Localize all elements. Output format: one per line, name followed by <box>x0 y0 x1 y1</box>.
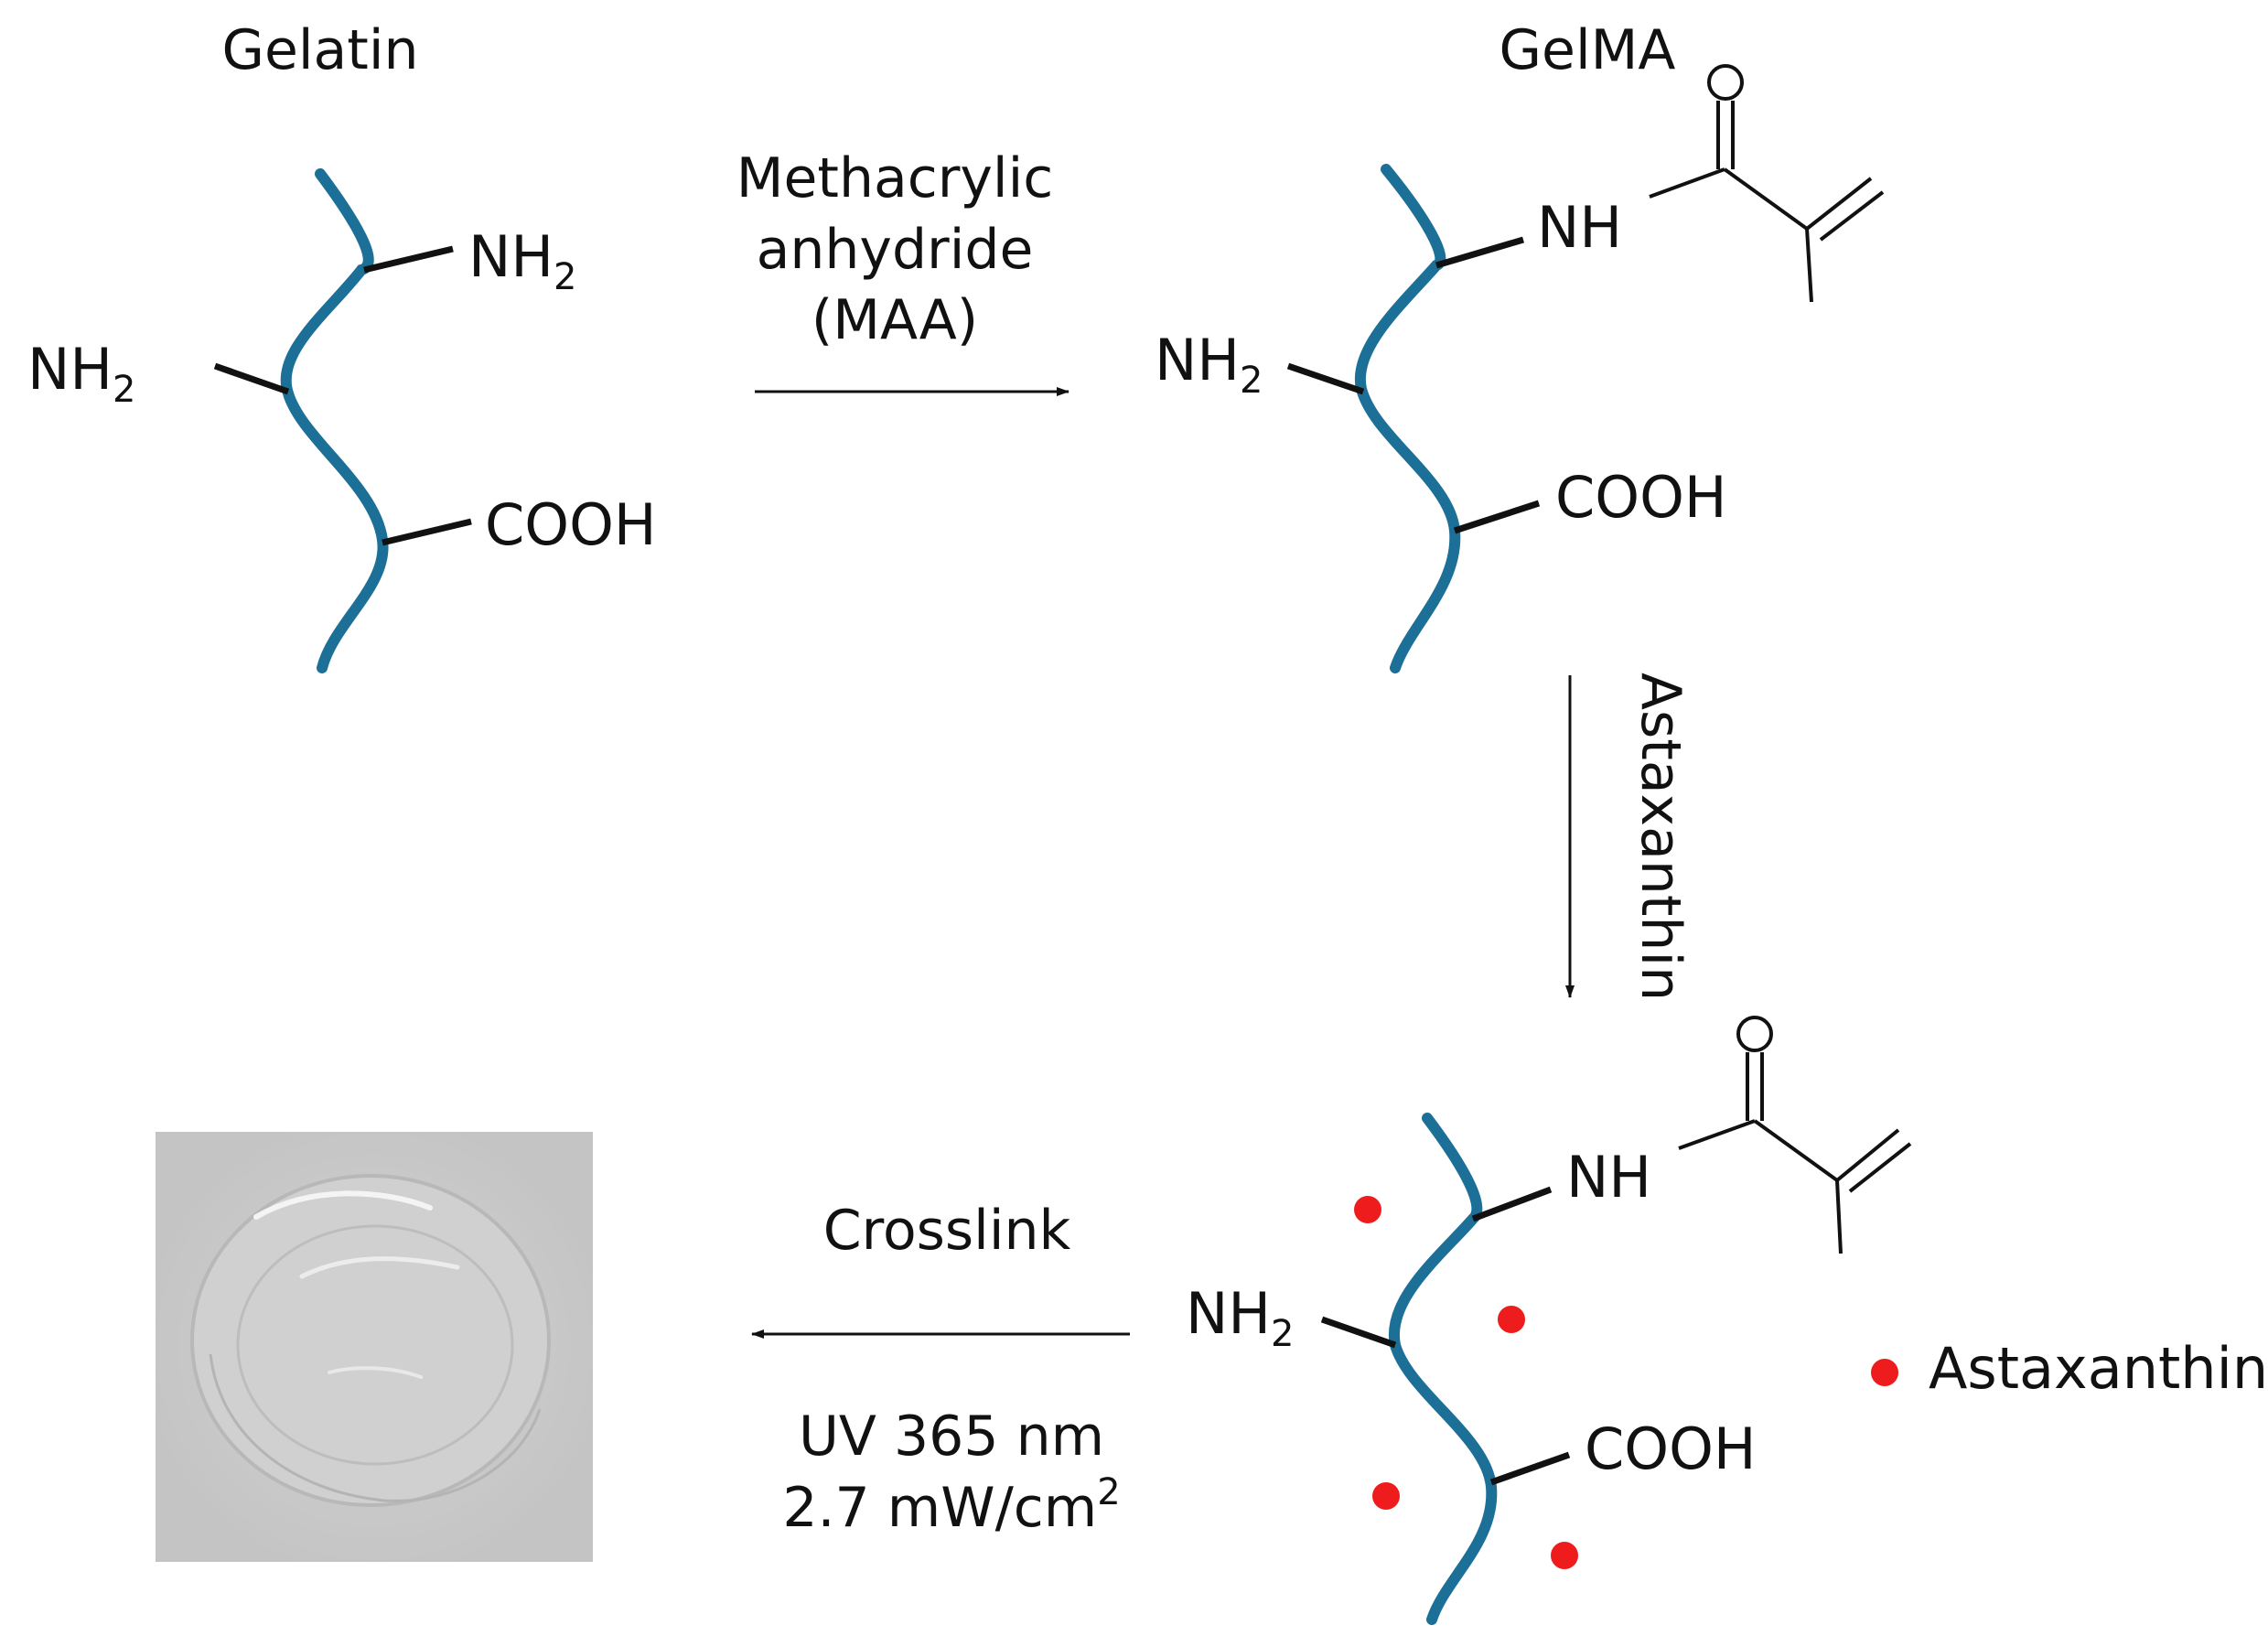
legend-label: Astaxanthin <box>1929 1335 2268 1402</box>
gelma-cooh-label: COOH <box>1555 464 1727 531</box>
astaxanthin-dot <box>1551 1542 1578 1569</box>
astaxanthin-dot <box>1498 1306 1525 1333</box>
step3-label: Crosslink <box>823 1199 1071 1263</box>
gelma-bond-nh2 <box>1286 362 1365 395</box>
legend-dot <box>1871 1359 1898 1386</box>
gelma-backbone <box>1354 164 1461 673</box>
hydrogel-edge <box>209 1353 542 1502</box>
step1-reagent-line3: (MAA) <box>812 288 978 352</box>
gelatin-bond-nh2-left <box>213 362 290 395</box>
gelatin-backbone <box>280 168 389 673</box>
gelatin-cooh-label: COOH <box>485 491 657 558</box>
loaded-bond-nh <box>1471 1186 1553 1222</box>
step3-condition-line1: UV 365 nm <box>799 1405 1104 1469</box>
loaded-bond-nh2 <box>1320 1316 1397 1349</box>
astaxanthin-legend: Astaxanthin <box>1871 1335 2268 1402</box>
gelma-carbonyl-oxygen <box>1707 64 1744 101</box>
astaxanthin-dot <box>1354 1196 1381 1223</box>
step3-condition-line2: 2.7 mW/cm2 <box>782 1471 1120 1540</box>
hydrogel-highlight <box>253 1190 433 1220</box>
gelatin-nh2-right-label: NH2 <box>468 223 576 298</box>
gelma-nh2-label: NH2 <box>1155 327 1263 402</box>
loaded-bond-cooh <box>1489 1451 1571 1486</box>
step2-reaction: Astaxanthin <box>1565 673 1693 1001</box>
gelma-methacryl-group <box>1649 64 1885 303</box>
gelma-molecule: GelMA NH NH2 COOH <box>1155 18 1885 673</box>
loaded-methacryl-group <box>1678 1016 1912 1254</box>
loaded-carbonyl-oxygen <box>1736 1016 1773 1052</box>
loaded-gelma-molecule: NH NH2 COOH <box>1186 1016 1912 1625</box>
gelma-bond-nh <box>1435 236 1524 269</box>
loaded-cooh-label: COOH <box>1585 1415 1757 1482</box>
gelatin-nh2-left-label: NH2 <box>27 336 135 411</box>
gelma-bond-cooh <box>1453 500 1541 534</box>
step1-reaction: Methacrylic anhydride (MAA) <box>736 146 1070 396</box>
hydrogel-photo <box>156 1132 593 1562</box>
loaded-backbone <box>1388 1113 1498 1625</box>
astaxanthin-dot <box>1372 1482 1400 1510</box>
gelatin-molecule: Gelatin NH2 NH2 COOH <box>27 18 657 673</box>
gelatin-bond-cooh <box>382 518 472 546</box>
hydrogel-highlight <box>299 1256 460 1279</box>
step3-reaction: Crosslink UV 365 nm 2.7 mW/cm2 <box>751 1199 1130 1540</box>
hydrogel-inner <box>236 1224 514 1466</box>
loaded-nh2-label: NH2 <box>1186 1280 1294 1355</box>
step1-reagent-line2: anhydride <box>757 218 1034 282</box>
step2-reagent-label: Astaxanthin <box>1628 673 1693 1001</box>
gelma-nh-label: NH <box>1537 194 1622 261</box>
step1-reagent-line1: Methacrylic <box>736 146 1054 210</box>
loaded-nh-label: NH <box>1566 1144 1651 1211</box>
gelatin-bond-nh2-right <box>363 245 454 274</box>
gelma-title: GelMA <box>1499 18 1676 82</box>
hydrogel-highlight <box>328 1366 423 1379</box>
gelatin-title: Gelatin <box>221 18 418 82</box>
